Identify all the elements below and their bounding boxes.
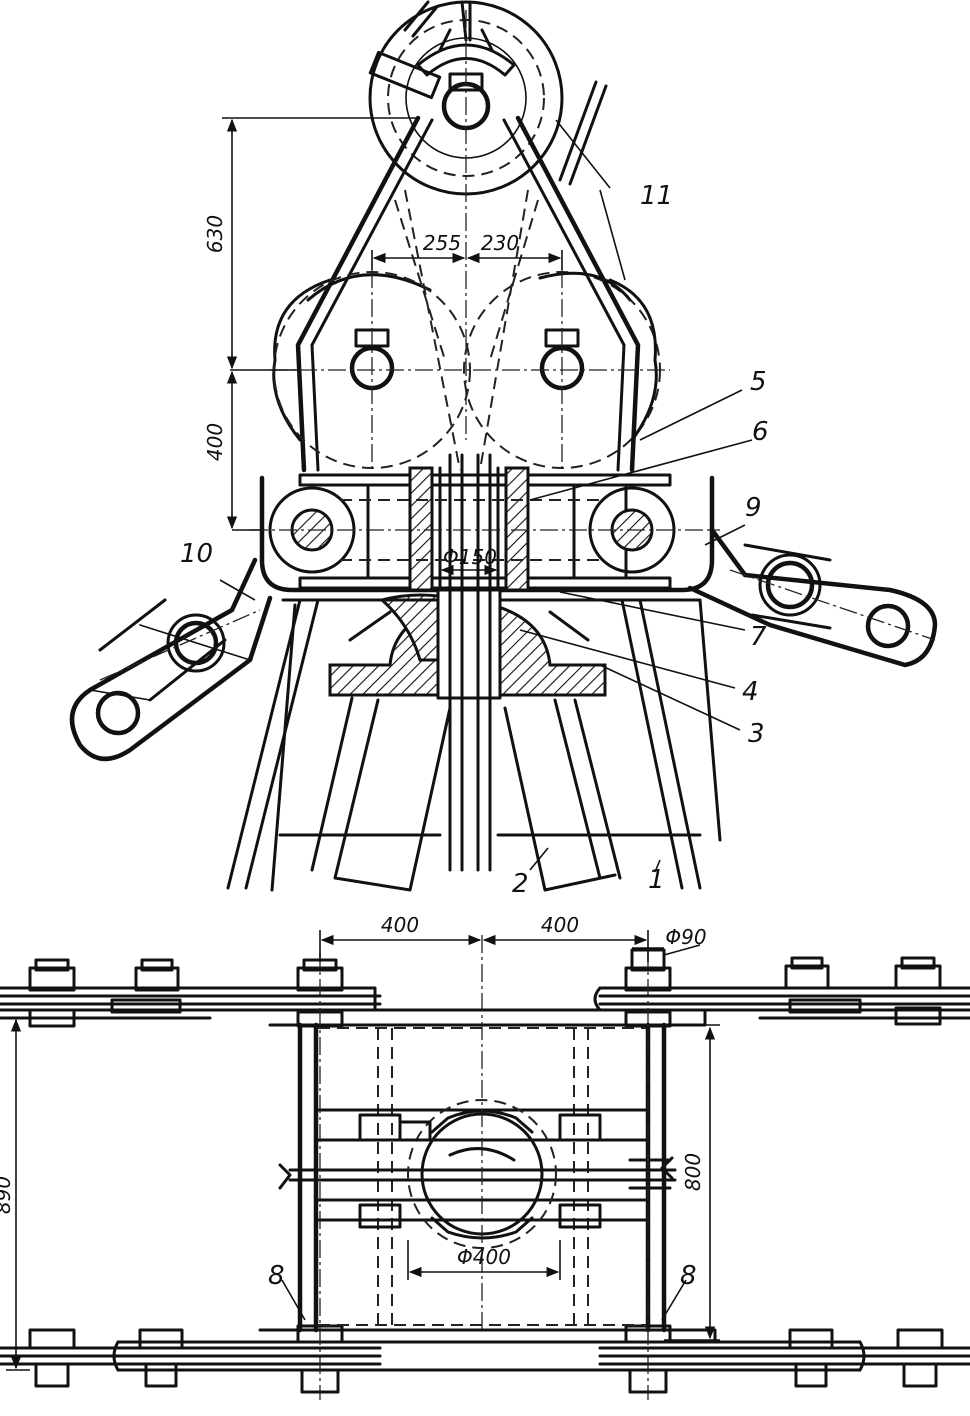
dim-phi150: Φ150 — [443, 545, 497, 569]
dim-890: 890 — [0, 1176, 15, 1214]
a-frame — [295, 115, 641, 473]
chain-link-left — [69, 557, 273, 761]
front-view: 630 400 255 230 Φ150 11 5 6 9 7 4 3 10 2… — [69, 0, 938, 899]
dim-630: 630 — [203, 215, 227, 253]
callout-10: 10 — [180, 539, 213, 569]
dim-phi400: Φ400 — [457, 1245, 511, 1269]
dim-400-left: 400 — [381, 913, 419, 937]
plan-dimension-lines — [6, 930, 720, 1371]
callout-11: 11 — [640, 181, 673, 211]
top-chain — [0, 986, 970, 1027]
callout-1: 1 — [648, 865, 665, 895]
callout-8-right: 8 — [680, 1261, 697, 1291]
plan-view: 400 400 Φ90 890 800 Φ400 8 8 — [0, 913, 970, 1400]
bottom-bolts — [28, 1324, 944, 1394]
callout-9: 9 — [745, 493, 762, 523]
front-leaders — [219, 119, 753, 873]
legs — [226, 598, 722, 892]
callout-5: 5 — [750, 367, 767, 397]
plan-centerlines — [319, 935, 649, 1400]
callout-4: 4 — [742, 677, 759, 707]
callout-7: 7 — [750, 622, 767, 652]
dim-255: 255 — [423, 231, 461, 255]
dim-400-vertical: 400 — [203, 423, 227, 461]
callout-3: 3 — [748, 719, 765, 749]
front-centerlines — [99, 10, 936, 681]
dim-230: 230 — [481, 231, 519, 255]
plan-frame — [278, 1022, 677, 1333]
support-base — [281, 453, 702, 872]
dim-800: 800 — [681, 1153, 705, 1191]
dim-phi90: Φ90 — [665, 925, 706, 949]
plan-center-ring — [358, 1099, 602, 1249]
dim-400-right: 400 — [541, 913, 579, 937]
callout-6: 6 — [752, 417, 769, 447]
chain-link-right — [687, 527, 938, 668]
callout-2: 2 — [512, 869, 529, 899]
crosshead — [259, 466, 715, 593]
rope-leads — [368, 0, 608, 186]
callout-8-left: 8 — [268, 1261, 285, 1291]
front-dimension-lines — [222, 117, 563, 576]
